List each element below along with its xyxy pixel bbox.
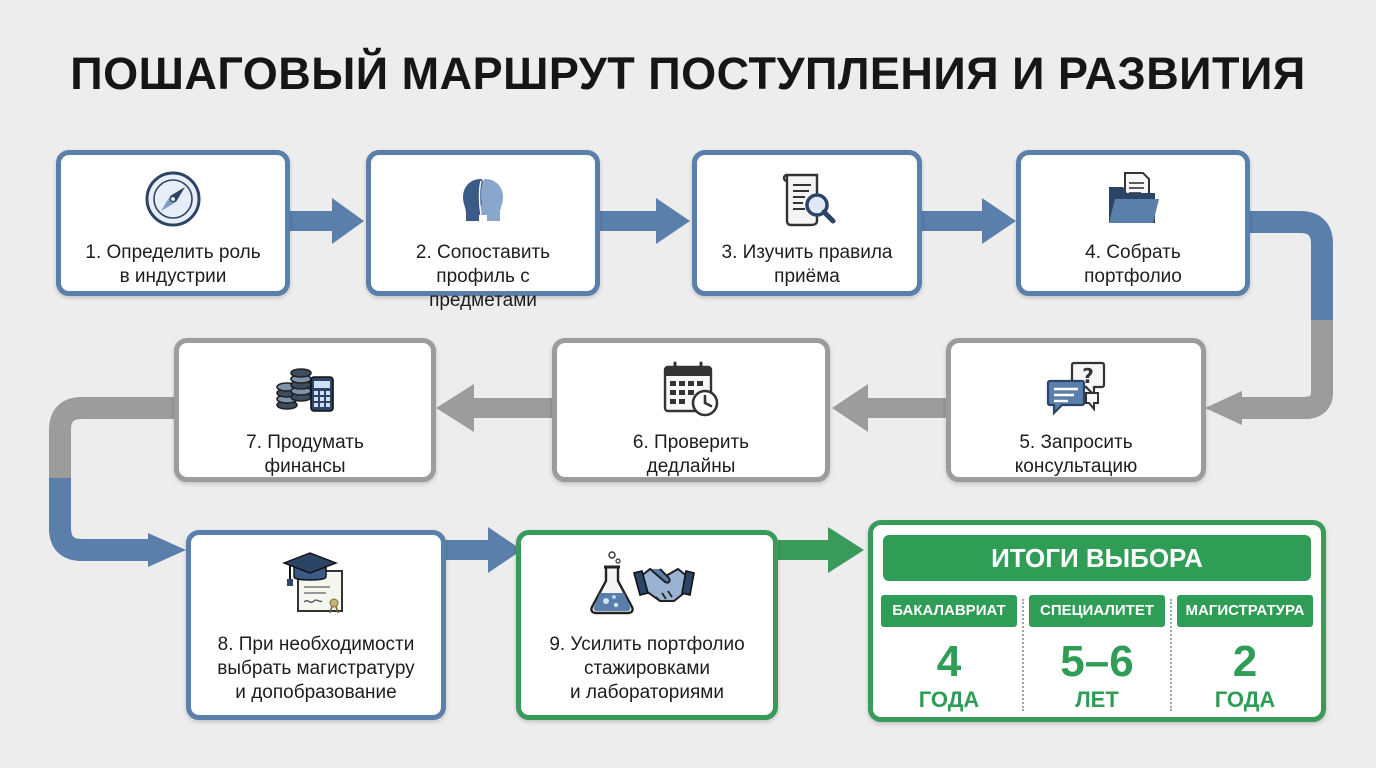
step-2-line-2: профиль с предметами <box>429 266 537 311</box>
chat-question-icon: ? <box>1046 361 1106 416</box>
step-1-line-1: 1. Определить роль <box>85 242 261 263</box>
compass-icon <box>145 171 201 227</box>
flow-arrows-row2 <box>436 384 946 432</box>
summary-column-unit: ГОДА <box>1214 687 1276 712</box>
page-title: ПОШАГОВЫЙ МАРШРУТ ПОСТУПЛЕНИЯ И РАЗВИТИЯ <box>70 48 1306 99</box>
step-8-line-3: и допобразование <box>235 682 397 703</box>
summary-divider <box>1170 599 1172 711</box>
summary-column-value: 5–6 <box>1060 637 1134 686</box>
flow-arrow-9-summary <box>778 527 864 573</box>
summary-column-master: МАГИСТРАТУРА 2 ГОДА <box>1177 595 1313 715</box>
step-7-line-1: 7. Продумать <box>246 432 364 453</box>
summary-column-unit: ЛЕТ <box>1075 687 1119 712</box>
step-3-label: 3. Изучить правила приёма <box>712 241 903 289</box>
step-6-card: 6. Проверить дедлайны <box>552 338 830 482</box>
flow-arrow-8-9 <box>445 527 522 573</box>
step-8-label: 8. При необходимости выбрать магистратур… <box>207 633 424 705</box>
step-6-line-1: 6. Проверить <box>632 432 750 453</box>
summary-panel: ИТОГИ ВЫБОРА БАКАЛАВРИАТ 4 ГОДА СПЕЦИАЛИ… <box>868 520 1326 722</box>
step-4-label: 4. Собрать портфолио <box>1074 241 1192 289</box>
summary-column-name: МАГИСТРАТУРА <box>1177 595 1313 627</box>
step-1-line-2: в индустрии <box>119 266 227 287</box>
summary-title: ИТОГИ ВЫБОРА <box>883 535 1311 581</box>
step-3-card: 3. Изучить правила приёма <box>692 150 922 296</box>
step-8-line-1: 8. При необходимости <box>217 634 415 655</box>
folder-icon <box>1109 172 1159 223</box>
step-6-label: 6. Проверить дедлайны <box>623 431 759 479</box>
summary-column-value: 2 <box>1232 637 1258 686</box>
step-9-label: 9. Усилить портфолио стажировками и лабо… <box>539 633 754 705</box>
profiles-icon <box>463 179 503 221</box>
step-9-line-1: 9. Усилить портфолио <box>549 634 745 655</box>
summary-column-value: 4 <box>936 637 962 686</box>
u-turn-right <box>1240 211 1333 419</box>
summary-column-unit: ГОДА <box>918 687 980 712</box>
summary-column-bachelor: БАКАЛАВРИАТ 4 ГОДА <box>881 595 1017 715</box>
summary-column-name: БАКАЛАВРИАТ <box>881 595 1017 627</box>
step-1-label: 1. Определить роль в индустрии <box>75 241 270 289</box>
step-8-card: 8. При необходимости выбрать магистратур… <box>186 530 446 720</box>
u-turn-left <box>49 397 176 561</box>
step-6-line-2: дедлайны <box>646 456 736 477</box>
step-7-card: 7. Продумать финансы <box>174 338 436 482</box>
step-2-card: 2. Сопоставить профиль с предметами <box>366 150 600 311</box>
step-9-line-2: стажировками <box>583 658 711 679</box>
step-5-line-2: консультацию <box>1014 456 1138 477</box>
document-search-icon <box>782 173 836 227</box>
summary-column-specialist: СПЕЦИАЛИТЕТ 5–6 ЛЕТ <box>1029 595 1165 715</box>
graduation-diploma-icon <box>282 552 343 614</box>
step-5-card: ? 5. Запросить консультацию <box>946 338 1206 482</box>
step-8-line-2: выбрать магистратуру <box>217 658 415 679</box>
step-2-label: 2. Сопоставить профиль с предметами <box>371 241 595 313</box>
step-4-card: 4. Собрать портфолио <box>1016 150 1250 296</box>
step-2-line-1: 2. Сопоставить <box>415 242 551 263</box>
step-1-card: 1. Определить роль в индустрии <box>56 150 290 296</box>
coins-calculator-icon <box>276 368 334 412</box>
step-3-line-1: 3. Изучить правила <box>721 242 893 263</box>
step-5-line-1: 5. Запросить <box>1019 432 1133 453</box>
step-3-line-2: приёма <box>774 266 840 287</box>
step-4-line-1: 4. Собрать <box>1085 242 1181 263</box>
step-5-label: 5. Запросить консультацию <box>1005 431 1147 479</box>
step-4-line-2: портфолио <box>1084 266 1182 287</box>
step-9-card: 9. Усилить портфолио стажировками и лабо… <box>516 530 778 720</box>
summary-column-name: СПЕЦИАЛИТЕТ <box>1029 595 1165 627</box>
step-7-line-2: финансы <box>264 456 346 477</box>
flask-handshake-icon <box>590 551 695 615</box>
step-7-label: 7. Продумать финансы <box>236 431 374 479</box>
calendar-clock-icon <box>663 361 719 417</box>
summary-divider <box>1022 599 1024 711</box>
svg-text:?: ? <box>1082 364 1094 388</box>
flow-arrows-row1 <box>290 198 1016 244</box>
step-9-line-3: и лабораториями <box>570 682 724 703</box>
